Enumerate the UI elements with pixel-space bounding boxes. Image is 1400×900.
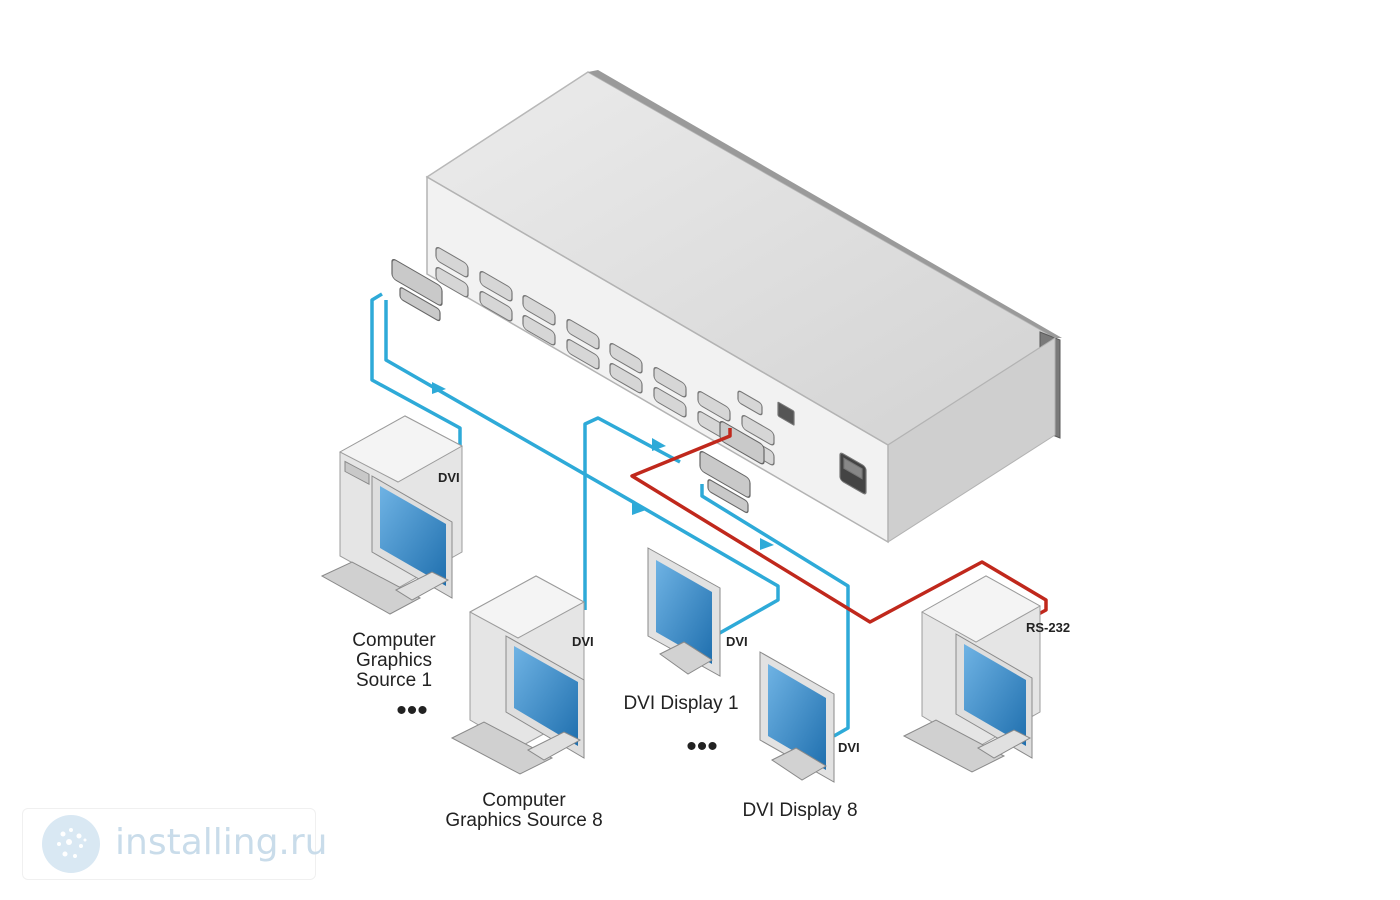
watermark-logo-icon: [42, 815, 100, 873]
source-1-label-line-3: Source 1: [356, 670, 432, 691]
display-1-label: DVI Display 1: [623, 693, 738, 714]
source-1-label-line-2: Graphics: [356, 650, 432, 671]
source-8-label-line-2: Graphics Source 8: [445, 810, 602, 831]
display-8-label: DVI Display 8: [742, 800, 857, 821]
plugged-connectors: [391, 258, 765, 514]
matrix-switcher-unit: [425, 70, 1062, 544]
dvi-label-display-8: DVI: [838, 740, 860, 755]
dvi-display-8: [759, 651, 835, 783]
computer-source-1: [320, 415, 464, 615]
site-watermark: installing.ru: [22, 808, 327, 880]
diagram-labels: DVI DVI DVI DVI RS-232 Computer Graphics…: [352, 470, 1070, 831]
control-computer: [902, 575, 1042, 773]
computer-source-8: [450, 575, 586, 775]
dvi-label-source-1: DVI: [438, 470, 460, 485]
dvi-cables: [370, 292, 850, 738]
dvi-label-source-8: DVI: [572, 634, 594, 649]
source-8-label-line-1: Computer: [482, 790, 566, 811]
watermark-text: installing.ru: [115, 822, 328, 863]
dvi-cable-arrows: [432, 382, 774, 550]
rs232-label: RS-232: [1026, 620, 1070, 635]
sources-ellipsis: •••: [396, 694, 428, 727]
dvi-display-1: [647, 547, 721, 677]
rs232-cable: [630, 428, 1048, 626]
source-1-label-line-1: Computer: [352, 630, 436, 651]
displays-ellipsis: •••: [686, 730, 718, 763]
dvi-label-display-1: DVI: [726, 634, 748, 649]
